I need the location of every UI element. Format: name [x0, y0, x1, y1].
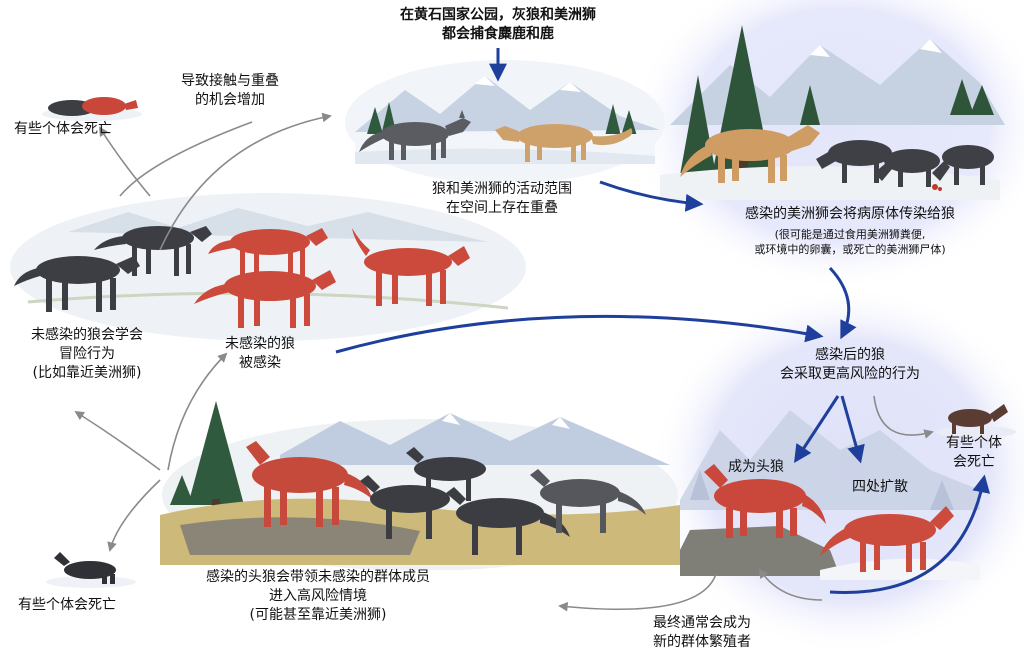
arrow-outcome-to-death	[829, 474, 991, 594]
dead-wolf-right	[936, 404, 1016, 438]
transmit-note-1: (很可能是通过食用美洲狮粪便,	[774, 228, 926, 241]
arrow-to-contact	[159, 112, 332, 251]
arrow-contact-from-scene	[119, 121, 253, 197]
arrow-riskier-to-leader	[794, 395, 840, 464]
label-infected: 未感染的狼 被感染	[210, 335, 310, 373]
cougar-icon	[680, 125, 820, 183]
lead-line-1: 感染的头狼会带领未感染的群体成员	[206, 569, 430, 585]
lead-line-2: 进入高风险情境	[269, 588, 367, 604]
cougar-icon	[495, 124, 633, 162]
lead-line-3: (可能甚至靠近美洲狮)	[249, 607, 387, 623]
label-death-top-left: 有些个体会死亡	[14, 120, 164, 139]
label-leader: 成为头狼	[716, 458, 796, 477]
contact-line-2: 的机会增加	[195, 92, 265, 108]
overlap-line-1: 狼和美洲狮的活动范围	[432, 181, 572, 197]
riskier-line-2: 会采取更高风险的行为	[780, 366, 920, 382]
label-death-right: 有些个体 会死亡	[936, 434, 1012, 472]
label-death-bottom-left: 有些个体会死亡	[18, 596, 168, 615]
label-breeder: 最终通常会成为 新的群体繁殖者	[632, 614, 772, 652]
death-top-left-text: 有些个体会死亡	[14, 121, 112, 137]
learn-line-1: 未感染的狼会学会	[31, 327, 143, 343]
death-bottom-left-text: 有些个体会死亡	[18, 597, 116, 613]
gray-wolf-icon	[816, 140, 994, 187]
learn-line-3: (比如靠近美洲狮)	[32, 365, 142, 381]
label-contact: 导致接触与重叠 的机会增加	[170, 72, 290, 110]
pine-tree-icon	[170, 401, 244, 505]
contact-line-1: 导致接触与重叠	[181, 73, 279, 89]
arrow-infected-to-riskier	[335, 314, 824, 354]
infected-wolf-icon	[704, 464, 826, 538]
arrow-transmit-to-riskier	[828, 266, 857, 340]
gray-wolf-icon	[360, 447, 570, 555]
arrow-pack-to-infected	[167, 352, 228, 471]
dead-wolf-bottom-left	[46, 552, 136, 588]
arrow-overlap-to-transmit	[599, 180, 704, 212]
infected-line-1: 未感染的狼	[225, 336, 295, 352]
label-disperse: 四处扩散	[840, 478, 920, 497]
gray-wolf-icon	[359, 110, 471, 160]
infected-wolf-icon	[194, 228, 470, 328]
label-learn: 未感染的狼会学会 冒险行为 (比如靠近美洲狮)	[12, 326, 162, 383]
infection-scene	[10, 193, 526, 341]
title-line-1: 在黄石国家公园，灰狼和美洲狮	[400, 7, 596, 23]
arrow-riskier-to-death-right	[873, 395, 934, 439]
outcome-scene	[680, 410, 980, 580]
breeder-line-2: 新的群体繁殖者	[653, 634, 751, 650]
infected-wolf-icon	[820, 506, 954, 572]
arrow-breeder-loop	[758, 568, 823, 601]
pack-scene	[160, 401, 680, 570]
breeder-line-1: 最终通常会成为	[653, 615, 751, 631]
arrow-learn-up	[74, 410, 161, 471]
overlap-scene	[345, 60, 665, 182]
label-lead-pack: 感染的头狼会带领未感染的群体成员 进入高风险情境 (可能甚至靠近美洲狮)	[178, 568, 458, 625]
label-riskier: 感染后的狼 会采取更高风险的行为	[760, 346, 940, 384]
death-right-line-2: 会死亡	[953, 454, 995, 470]
arrow-pack-to-death	[107, 479, 161, 552]
leader-text: 成为头狼	[728, 459, 784, 475]
death-right-line-1: 有些个体	[946, 435, 1002, 451]
overlap-line-2: 在空间上存在重叠	[446, 200, 558, 216]
arrow-riskier-to-disperse	[840, 395, 865, 464]
disperse-text: 四处扩散	[852, 479, 908, 495]
riskier-line-1: 感染后的狼	[815, 347, 885, 363]
transmit-note-2: 或环境中的卵囊，或死亡的美洲狮尸体)	[754, 243, 946, 256]
label-transmit-note: (很可能是通过食用美洲狮粪便, 或环境中的卵囊，或死亡的美洲狮尸体)	[720, 227, 980, 257]
infected-wolf-icon	[246, 441, 372, 527]
transmission-scene	[660, 25, 1005, 200]
learn-line-2: 冒险行为	[59, 346, 115, 362]
gray-wolf-icon	[530, 469, 646, 533]
infected-line-2: 被感染	[239, 355, 281, 371]
title-line-2: 都会捕食麋鹿和鹿	[442, 26, 554, 42]
title-prey: 在黄石国家公园，灰狼和美洲狮 都会捕食麋鹿和鹿	[360, 6, 636, 44]
dead-wolf-top-left	[42, 97, 142, 121]
arrow-breeder-to-leader	[558, 573, 717, 612]
transmit-main: 感染的美洲狮会将病原体传染给狼	[745, 206, 955, 222]
label-transmit: 感染的美洲狮会将病原体传染给狼	[700, 205, 1000, 224]
arrow-to-death-top-left	[98, 126, 151, 197]
gray-wolf-icon	[14, 226, 212, 312]
label-overlap: 狼和美洲狮的活动范围 在空间上存在重叠	[402, 180, 602, 218]
